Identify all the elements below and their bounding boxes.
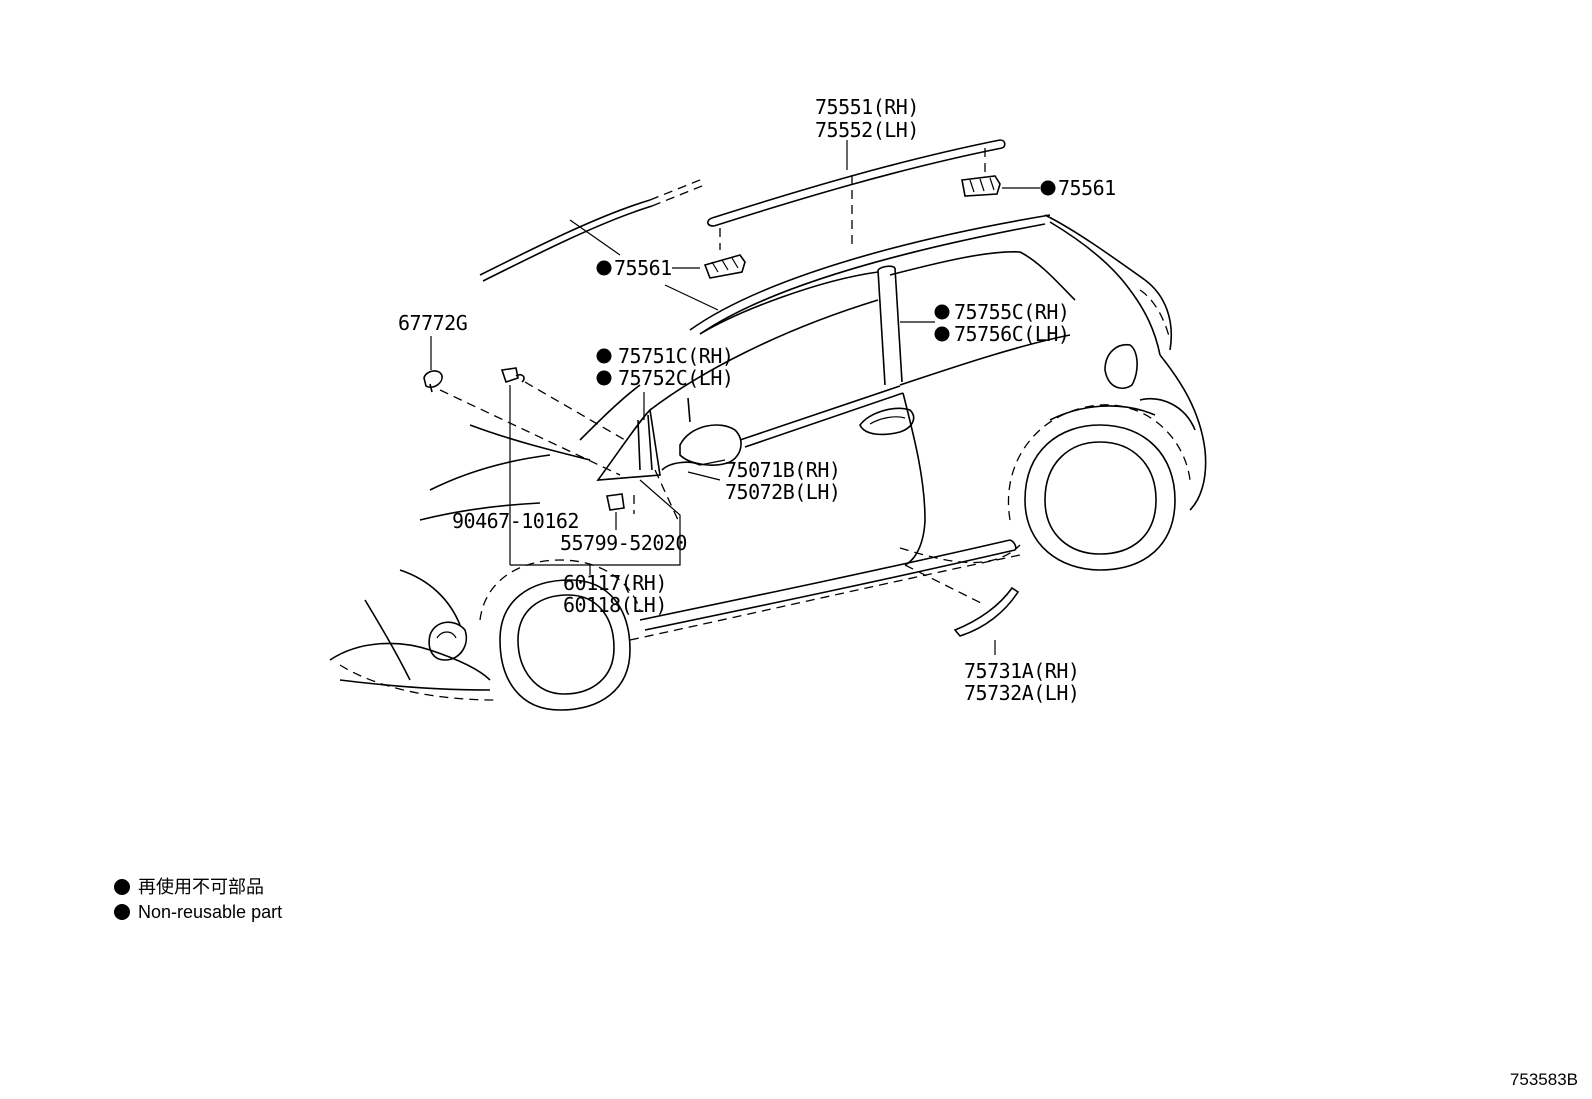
legend-english-text: Non-reusable part <box>138 902 283 922</box>
clip-75561-left-icon <box>703 254 746 279</box>
legend-japanese: 再使用不可部品 <box>114 877 264 899</box>
part-number-label: 75551(RH) <box>815 95 919 119</box>
part-number-label: 75732A(LH) <box>964 681 1079 705</box>
part-number-label: 60117(RH) <box>563 571 667 595</box>
non-reusable-bullet-icon <box>596 348 612 364</box>
part-number-label: 67772G <box>398 311 467 335</box>
screw-90467-icon <box>500 367 525 384</box>
part-number-label: 60118(LH) <box>563 593 667 617</box>
part-number-label: 75561 <box>614 256 672 280</box>
part-number-label: 75552(LH) <box>815 118 919 142</box>
leader-lines <box>430 140 1040 655</box>
garnish-75731-icon <box>953 586 1020 637</box>
callout-75561-left: 75561 <box>596 256 672 280</box>
legend-english: Non-reusable part <box>114 901 282 923</box>
callout-75551: 75551(RH) 75552(LH) <box>815 95 919 142</box>
non-reusable-bullet-icon <box>114 879 130 895</box>
part-number-label: 75756C(LH) <box>954 322 1069 346</box>
part-number-label: 75071B(RH) <box>725 458 840 482</box>
callout-75071b: 75071B(RH) 75072B(LH) <box>725 458 841 504</box>
legend-japanese-text: 再使用不可部品 <box>138 877 264 898</box>
callout-67772g: 67772G <box>398 311 468 335</box>
clip-67772g-icon <box>423 370 443 393</box>
callout-75731a: 75731A(RH) 75732A(LH) <box>964 659 1080 705</box>
non-reusable-bullet-icon <box>114 904 130 920</box>
callout-90467-10162: 90467-10162 <box>452 509 579 533</box>
callout-75561-right: 75561 <box>1040 176 1116 200</box>
part-number-label: 75561 <box>1058 176 1116 200</box>
part-number-label: 90467-10162 <box>452 509 579 533</box>
callout-75751c: 75751C(RH) 75752C(LH) <box>596 344 734 390</box>
non-reusable-bullet-icon <box>934 326 950 342</box>
diagram-id: 753583B <box>1509 1070 1578 1089</box>
callout-60117: 60117(RH) 60118(LH) <box>563 571 667 617</box>
non-reusable-bullet-icon <box>596 260 612 276</box>
non-reusable-bullet-icon <box>596 370 612 386</box>
non-reusable-bullet-icon <box>1040 180 1056 196</box>
callout-75755c: 75755C(RH) 75756C(LH) <box>934 300 1070 346</box>
clip-55799-icon <box>606 493 625 511</box>
part-number-label: 75751C(RH) <box>618 344 733 368</box>
car-outline <box>329 139 1207 711</box>
callout-55799-52020: 55799-52020 <box>560 531 687 555</box>
non-reusable-bullet-icon <box>934 304 950 320</box>
part-number-label: 55799-52020 <box>560 531 687 555</box>
part-number-label: 75072B(LH) <box>725 480 840 504</box>
part-number-label: 75731A(RH) <box>964 659 1079 683</box>
part-number-label: 75755C(RH) <box>954 300 1069 324</box>
part-number-label: 75752C(LH) <box>618 366 733 390</box>
clip-75561-right-icon <box>961 175 1001 197</box>
